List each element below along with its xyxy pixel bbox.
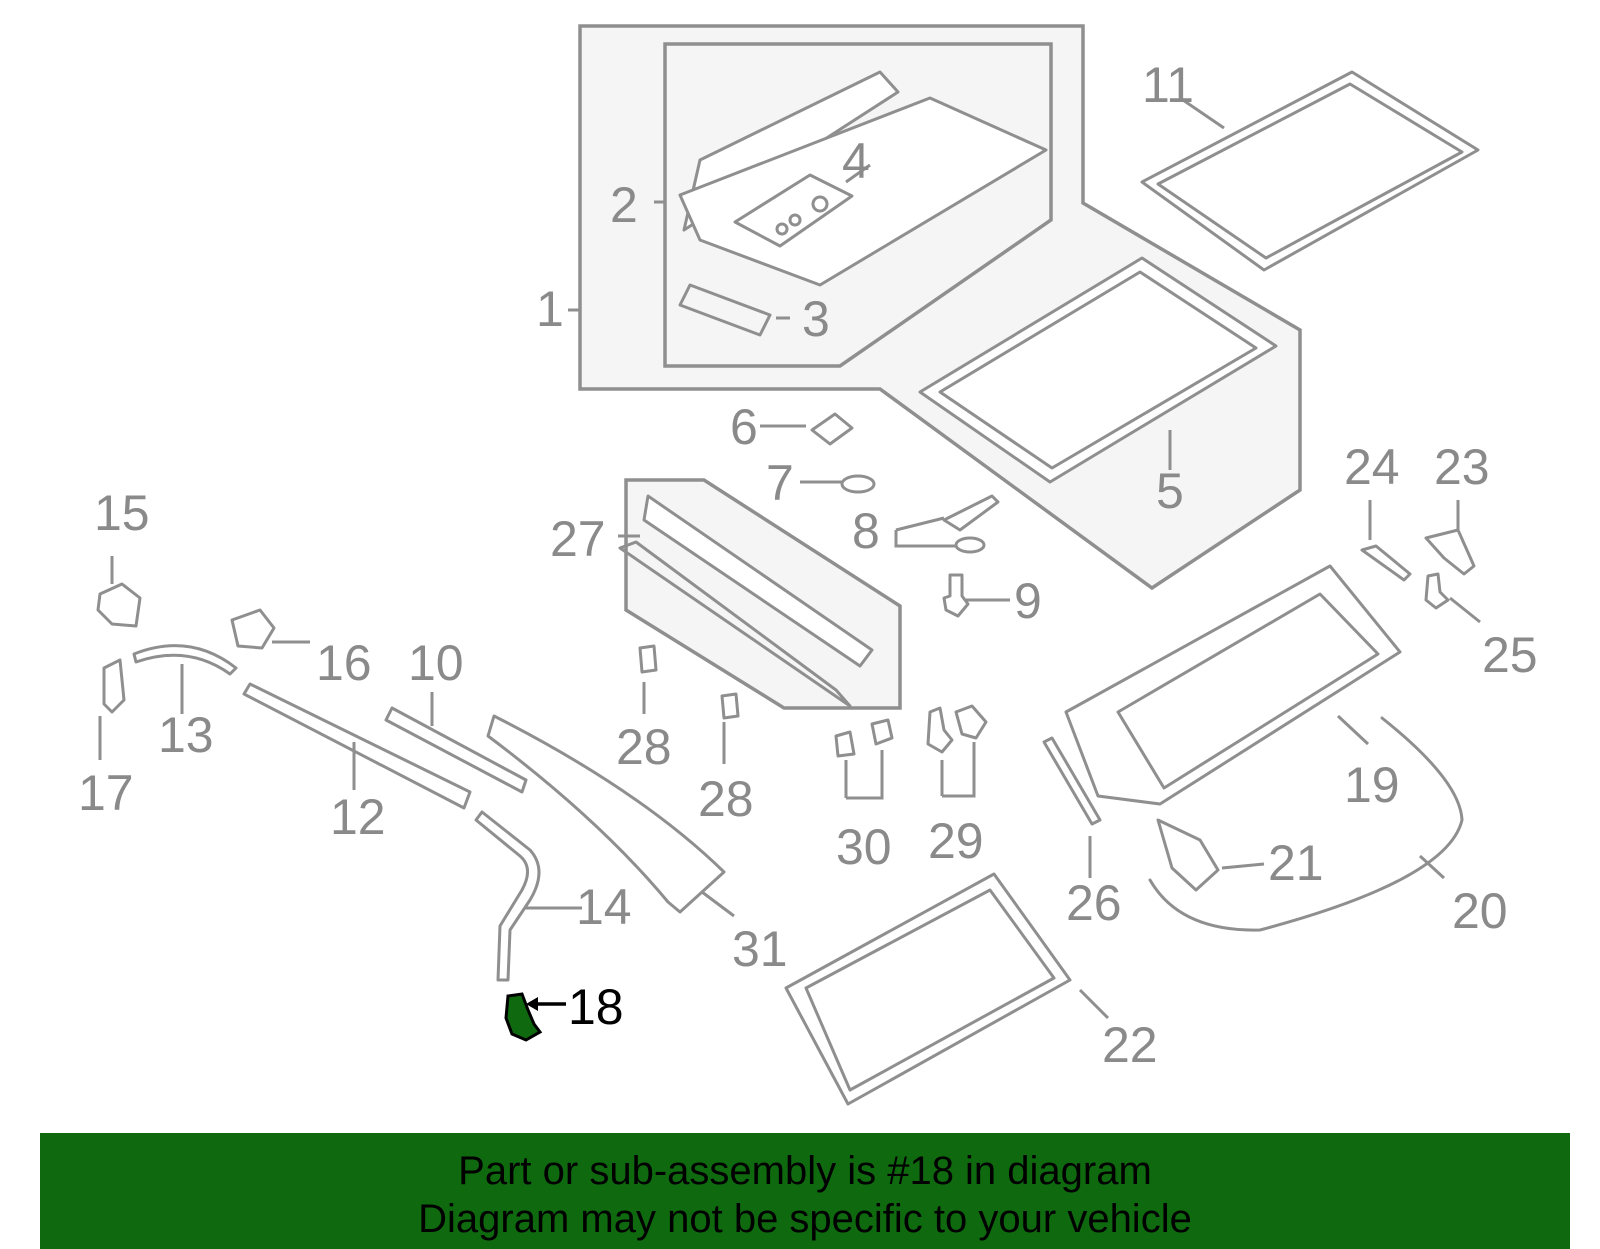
part-13-shape (132, 644, 238, 676)
info-line-disclaimer: Diagram may not be specific to your vehi… (418, 1197, 1192, 1241)
part-8-washer (954, 536, 986, 554)
callout-14: 14 (576, 879, 632, 935)
callout-1: 1 (536, 281, 564, 337)
drip-molding-box (618, 478, 902, 710)
part-16-shape (230, 608, 276, 650)
callout-5: 5 (1156, 463, 1184, 519)
part-30a-shape (834, 730, 856, 758)
callout-12: 12 (330, 789, 386, 845)
part-24-shape (1360, 544, 1412, 582)
part-29b-shape (954, 704, 988, 740)
part-26-shape (1042, 736, 1102, 826)
callout-20: 20 (1452, 883, 1508, 939)
callout-15: 15 (94, 485, 150, 541)
callout-3: 3 (802, 291, 830, 347)
part-10-shape (384, 706, 528, 794)
callout-7: 7 (766, 455, 794, 511)
callout-18: 18 (568, 979, 624, 1035)
callout-31: 31 (732, 921, 788, 977)
callout-21: 21 (1268, 835, 1324, 891)
callout-labels: 1 2 3 4 5 6 7 8 9 10 11 12 13 14 15 16 1… (78, 57, 1538, 1073)
info-line-part: Part or sub-assembly is #18 in diagram (458, 1149, 1152, 1193)
callout-9: 9 (1014, 573, 1042, 629)
callout-11: 11 (1142, 57, 1194, 113)
callout-17: 17 (78, 765, 134, 821)
callout-16: 16 (316, 635, 372, 691)
part-18-highlighted[interactable] (504, 992, 543, 1042)
part-29a-shape (926, 706, 954, 754)
part-18-arrowhead (526, 997, 538, 1011)
part-28b-shape (720, 692, 740, 720)
part-7-shape (840, 474, 876, 494)
callout-26: 26 (1066, 875, 1122, 931)
part-8-clip (942, 494, 1000, 532)
callout-28a: 28 (616, 719, 672, 775)
callout-4: 4 (842, 133, 870, 189)
callout-28b: 28 (698, 771, 754, 827)
part-15-shape (96, 582, 142, 628)
part-12-shape (242, 682, 472, 810)
part-14-shape (474, 810, 541, 982)
callout-2: 2 (610, 177, 638, 233)
callout-25: 25 (1482, 627, 1538, 683)
part-23-shape (1424, 528, 1476, 576)
sunroof-glass (918, 256, 1278, 484)
callout-10: 10 (408, 635, 464, 691)
callout-22: 22 (1102, 1017, 1158, 1073)
part-22-window (784, 872, 1072, 1106)
part-22-inner (804, 888, 1056, 1092)
callout-24: 24 (1344, 439, 1400, 495)
part-6-shape (810, 412, 854, 446)
part-20-seal (1148, 716, 1464, 932)
part-28a-shape (638, 644, 658, 674)
callout-29: 29 (928, 813, 984, 869)
part-17-shape (102, 658, 126, 714)
callout-8: 8 (852, 503, 880, 559)
part-9-bolt (942, 573, 970, 618)
part-19-inner (1116, 592, 1380, 790)
callout-23: 23 (1434, 439, 1490, 495)
part-21-bracket (1156, 818, 1220, 892)
part-30b-shape (870, 718, 894, 746)
callout-6: 6 (730, 399, 758, 455)
leader-lines (98, 96, 1481, 1020)
part-19-rear-window (1064, 564, 1402, 806)
part-25-shape (1424, 572, 1450, 610)
sunroof-seal (1140, 70, 1480, 272)
callout-13: 13 (158, 707, 214, 763)
callout-19: 19 (1344, 757, 1400, 813)
callout-27: 27 (550, 511, 606, 567)
info-banner: Part or sub-assembly is #18 in diagram D… (40, 1133, 1570, 1249)
part-31-shape (486, 714, 726, 914)
roof-panel (678, 70, 1048, 337)
callout-30: 30 (836, 819, 892, 875)
